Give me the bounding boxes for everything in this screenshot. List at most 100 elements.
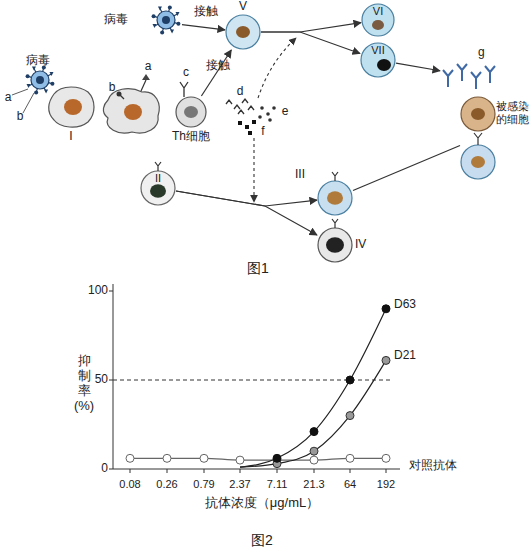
part-letter: a bbox=[5, 91, 12, 105]
virus-core bbox=[36, 76, 44, 84]
node-outline bbox=[225, 14, 261, 50]
virus-spike bbox=[175, 12, 179, 16]
cell-membrane bbox=[362, 4, 394, 36]
cell-label: Th细胞 bbox=[166, 130, 216, 144]
tick-mark bbox=[109, 469, 113, 470]
cell-label: V bbox=[225, 0, 261, 14]
cell-label: VII bbox=[360, 44, 396, 57]
axis-tick-label: 0.79 bbox=[193, 478, 214, 491]
cell-membrane bbox=[318, 228, 352, 262]
part-letter: b bbox=[109, 81, 116, 95]
arrow-connector bbox=[353, 146, 460, 191]
arrow-connector bbox=[261, 23, 361, 32]
data-point bbox=[273, 454, 281, 462]
cell-nucleus bbox=[471, 156, 485, 168]
arrow-connector bbox=[396, 63, 440, 71]
series-label: 对照抗体 bbox=[409, 459, 457, 473]
d21-series bbox=[240, 360, 386, 467]
tick-mark bbox=[350, 469, 351, 473]
data-point bbox=[346, 376, 354, 384]
tick-mark bbox=[314, 469, 315, 473]
part-letter: d bbox=[237, 85, 244, 99]
virus-spike bbox=[26, 74, 30, 78]
axis-tick-label: 0.26 bbox=[156, 478, 177, 491]
leader-line bbox=[23, 93, 34, 113]
antigen-presenting-cell bbox=[103, 89, 159, 133]
infected-cell: 被感染的细胞 bbox=[460, 94, 496, 182]
data-point bbox=[310, 447, 318, 455]
plasma-cell: VII bbox=[360, 42, 396, 78]
cell-membrane bbox=[226, 15, 260, 49]
virus-capsid bbox=[157, 11, 175, 29]
figure-number: 图1 bbox=[247, 260, 269, 276]
cytokine-symbol bbox=[260, 106, 264, 110]
cell-label: 病毒 bbox=[26, 54, 56, 68]
node-outline bbox=[174, 96, 208, 128]
node-outline bbox=[317, 227, 353, 263]
axis-tick-label: 100 bbox=[88, 284, 108, 298]
dashed-arrow bbox=[254, 38, 296, 202]
dashed-arrow bbox=[258, 38, 296, 98]
antigen-presenting-cell bbox=[124, 104, 142, 120]
part-letter: a bbox=[145, 60, 152, 74]
tick-mark bbox=[109, 380, 113, 381]
node-outline bbox=[440, 62, 500, 90]
tick-mark bbox=[386, 469, 387, 473]
cell-label: III bbox=[295, 168, 317, 182]
virus-spike bbox=[152, 14, 156, 18]
cell-label: II bbox=[140, 172, 176, 185]
cell-label: VI bbox=[361, 5, 395, 18]
data-point bbox=[382, 356, 390, 364]
tick-mark bbox=[240, 469, 241, 473]
data-point bbox=[310, 456, 318, 464]
data-point bbox=[310, 428, 318, 436]
virus-symbol bbox=[26, 66, 55, 95]
cell-nucleus bbox=[150, 184, 166, 198]
antigen-presenting-cell bbox=[103, 74, 159, 133]
d63-series bbox=[240, 309, 386, 467]
cell-nucleus bbox=[327, 191, 343, 205]
cell-membrane bbox=[461, 145, 495, 179]
virus-spike bbox=[27, 84, 31, 88]
data-point bbox=[382, 305, 390, 313]
cell-label: IV bbox=[355, 238, 377, 252]
data-point bbox=[346, 454, 354, 462]
cell-label: I bbox=[46, 130, 96, 144]
axis-tick-label: 21.3 bbox=[303, 478, 324, 491]
node-outline bbox=[46, 84, 96, 128]
cytokine-symbol bbox=[252, 120, 256, 124]
part-letter: e bbox=[282, 105, 289, 119]
virus-spike bbox=[34, 90, 38, 94]
edge-label: 接触 bbox=[194, 5, 218, 19]
cell-membrane bbox=[361, 43, 395, 77]
data-point bbox=[163, 454, 171, 462]
axis-tick-label: 192 bbox=[377, 478, 395, 491]
cell-label: g bbox=[478, 46, 492, 60]
axis-tick-label: 0.08 bbox=[119, 478, 140, 491]
cell-nucleus bbox=[377, 59, 391, 71]
antigen-presenting-cell bbox=[117, 92, 122, 97]
cell-nucleus bbox=[64, 99, 82, 115]
node-outline bbox=[317, 180, 353, 216]
cytokine-symbol bbox=[226, 99, 254, 114]
cell-nucleus bbox=[236, 26, 250, 38]
series-label: D21 bbox=[394, 349, 416, 363]
cell-nucleus bbox=[372, 20, 384, 30]
axis-tick-label: 0 bbox=[101, 462, 108, 476]
cell-nucleus bbox=[184, 106, 198, 118]
tick-mark bbox=[109, 291, 113, 292]
axis-tick-label: 50 bbox=[95, 373, 108, 387]
cell-membrane bbox=[141, 171, 175, 205]
virus: 病毒 bbox=[104, 4, 182, 36]
receptor-symbol bbox=[474, 133, 482, 145]
virus-spike bbox=[170, 29, 174, 33]
virus-spike bbox=[153, 24, 157, 28]
data-point bbox=[236, 456, 244, 464]
tick-mark bbox=[204, 469, 205, 473]
edge-label: 接触 bbox=[206, 59, 230, 73]
cell-label: 被感染的细胞 bbox=[496, 100, 530, 125]
memory-cell: VI bbox=[361, 3, 395, 37]
part-letter: b bbox=[17, 110, 24, 124]
data-point bbox=[200, 454, 208, 462]
antibody-symbol bbox=[457, 64, 467, 81]
